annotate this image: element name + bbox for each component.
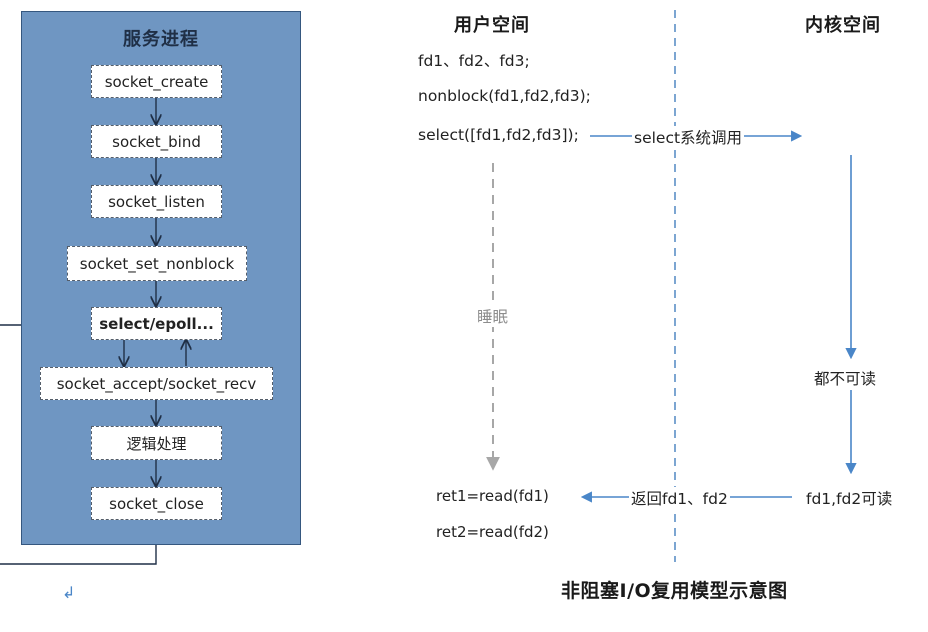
step-socket-set-nonblock: socket_set_nonblock [67,246,247,281]
select-call-label: select系统调用 [632,126,745,148]
kernel-space-title: 内核空间 [805,15,881,36]
step-socket-accept-recv: socket_accept/socket_recv [40,367,273,400]
user-line-nonblock: nonblock(fd1,fd2,fd3); [418,87,591,105]
read-line-ret1: ret1=read(fd1) [436,487,549,505]
sleep-label: 睡眠 [475,305,511,327]
diagram-caption: 非阻塞I/O复用模型示意图 [561,580,788,602]
return-mark-icon: ↲ [62,583,76,602]
user-space-title: 用户空间 [454,15,530,36]
step-socket-listen: socket_listen [91,185,222,218]
step-socket-bind: socket_bind [91,125,222,158]
readable-label: fd1,fd2可读 [806,490,893,508]
step-logic-processing: 逻辑处理 [91,426,222,460]
panel-title: 服务进程 [123,29,199,50]
read-line-ret2: ret2=read(fd2) [436,523,549,541]
step-socket-close: socket_close [91,487,222,520]
step-socket-create: socket_create [91,65,222,98]
return-label: 返回fd1、fd2 [629,487,730,509]
step-select-epoll: select/epoll... [91,307,222,340]
user-line-fds: fd1、fd2、fd3; [418,52,530,70]
not-readable-label: 都不可读 [812,367,879,389]
user-line-select: select([fd1,fd2,fd3]); [418,126,579,144]
